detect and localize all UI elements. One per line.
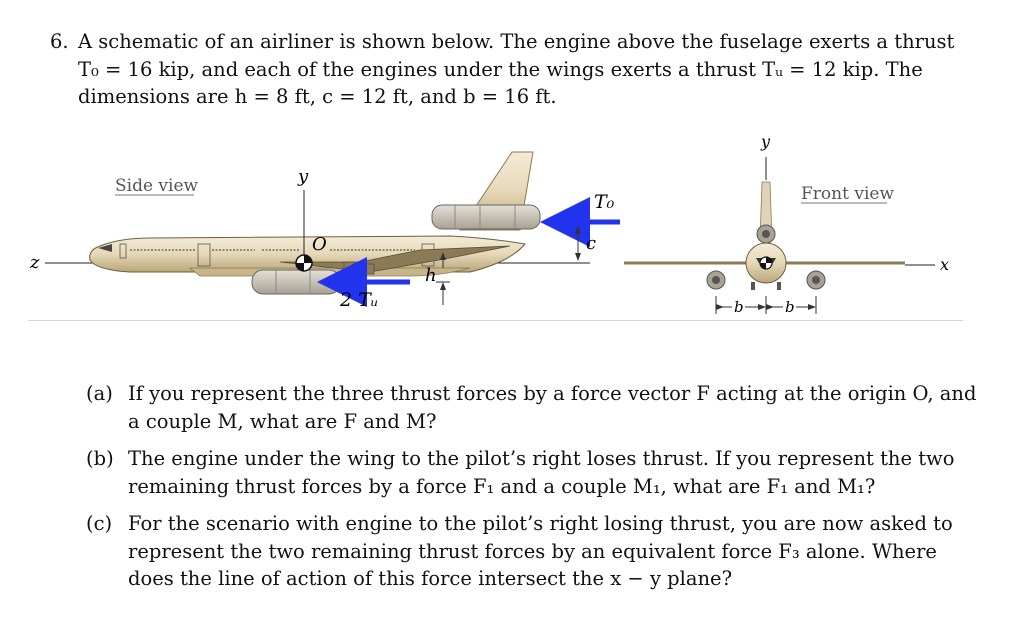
front-view-label: Front view xyxy=(801,184,894,204)
axis-y-front-label: y xyxy=(760,132,771,151)
cockpit-window xyxy=(98,244,112,252)
problem-number: 6. xyxy=(50,30,69,53)
separator-line xyxy=(28,320,963,321)
front-landing-gear xyxy=(751,282,781,290)
problem-intro: A schematic of an airliner is shown belo… xyxy=(78,28,965,111)
dim-b xyxy=(715,296,817,314)
part-label: (b) xyxy=(86,447,114,470)
origin-label: O xyxy=(312,234,327,255)
axis-z-label: z xyxy=(29,252,40,273)
axis-x-label: x xyxy=(940,255,949,274)
intro-line: T₀ = 16 kip, and each of the engines und… xyxy=(78,57,923,81)
front-origin-marker xyxy=(759,256,773,270)
part-line: The engine under the wing to the pilot’s… xyxy=(128,447,955,470)
part-line: For the scenario with engine to the pilo… xyxy=(128,512,953,535)
door xyxy=(119,243,127,259)
dim-h xyxy=(436,252,450,305)
dim-b-right-label: b xyxy=(785,298,795,316)
top-engine xyxy=(431,204,541,230)
intro-line: A schematic of an airliner is shown belo… xyxy=(78,30,955,53)
part-label: (a) xyxy=(86,382,113,405)
lower-thrust-label: 2 Tᵤ xyxy=(339,289,378,311)
question-parts: (a) If you represent the three thrust fo… xyxy=(86,380,977,603)
intro-line: dimensions are h = 8 ft, c = 12 ft, and … xyxy=(78,85,557,108)
front-top-engine-core xyxy=(762,230,770,238)
axis-y-side-label: y xyxy=(297,166,309,187)
door xyxy=(197,243,211,267)
part-line: a couple M, what are F and M? xyxy=(128,409,437,433)
front-left-engine-core xyxy=(712,276,720,284)
top-thrust-label: T₀ xyxy=(594,191,615,213)
question-part-c: (c) For the scenario with engine to the … xyxy=(86,510,966,593)
part-line: represent the two remaining thrust force… xyxy=(128,539,937,563)
part-line: remaining thrust forces by a force F₁ an… xyxy=(128,474,876,498)
dim-b-left-label: b xyxy=(734,298,744,316)
side-view-label: Side view xyxy=(115,176,199,196)
part-line: does the line of action of this force in… xyxy=(128,567,733,590)
question-part-b: (b) The engine under the wing to the pil… xyxy=(86,445,966,500)
dim-c-label: c xyxy=(586,233,596,254)
problem-statement: 6. A schematic of an airliner is shown b… xyxy=(50,28,965,111)
question-part-a: (a) If you represent the three thrust fo… xyxy=(86,380,977,435)
origin-marker xyxy=(295,254,313,272)
front-right-engine-core xyxy=(812,276,820,284)
airliner-figure: Side view z y xyxy=(29,132,949,316)
part-line: If you represent the three thrust forces… xyxy=(128,382,977,405)
dim-h-label: h xyxy=(425,265,437,286)
part-label: (c) xyxy=(86,512,113,535)
